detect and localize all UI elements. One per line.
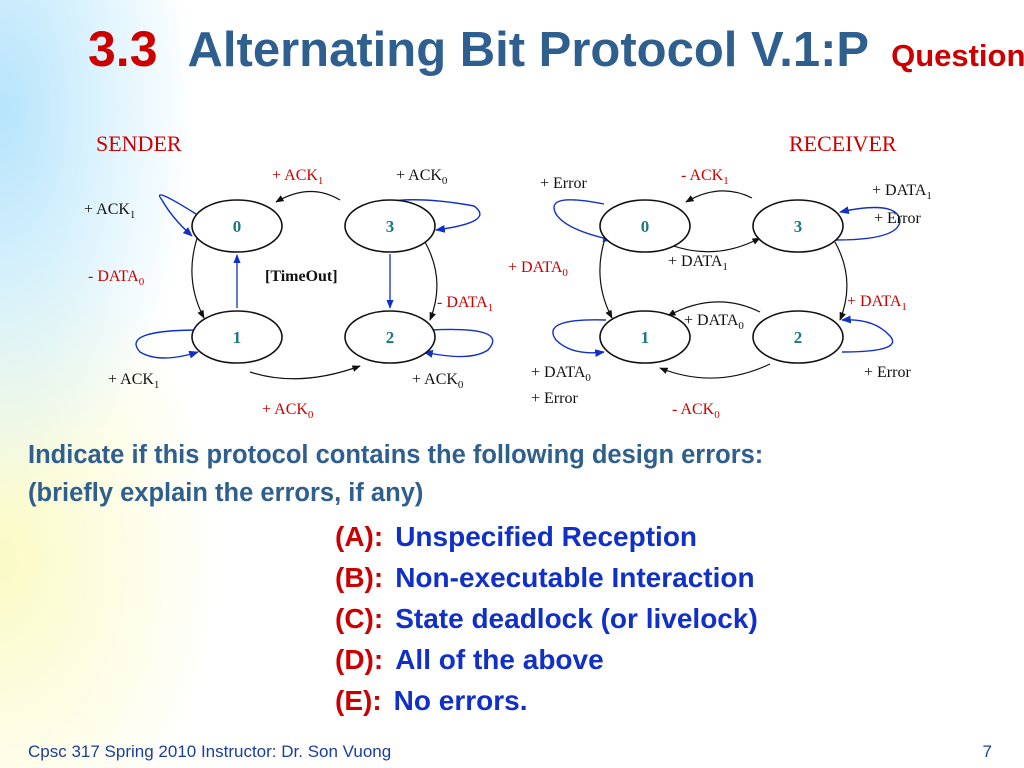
sender-state-3 [344, 199, 436, 253]
sender-states: 0 3 1 2 [191, 199, 436, 364]
svg-text:- ACK0: - ACK0 [672, 401, 720, 421]
svg-text:+ DATA0: + DATA0 [531, 364, 591, 384]
svg-text:+ DATA0: + DATA0 [508, 259, 568, 279]
receiver-state-1 [599, 310, 691, 364]
svg-text:0: 0 [233, 217, 242, 236]
svg-text:+ ACK0: + ACK0 [396, 167, 448, 187]
footer-course: Cpsc 317 Spring 2010 Instructor: Dr. Son… [28, 742, 392, 761]
svg-text:+ ACK1: + ACK1 [108, 371, 159, 391]
svg-text:2: 2 [386, 328, 395, 347]
receiver-state-3 [752, 199, 844, 253]
receiver-label: RECEIVER [789, 131, 897, 156]
svg-text:+ DATA1: + DATA1 [847, 293, 907, 313]
option-c: (C):State deadlock (or livelock) [335, 603, 758, 634]
answer-options: (A):Unspecified Reception (B):Non-execut… [335, 516, 758, 721]
receiver-state-0 [599, 199, 691, 253]
svg-text:1: 1 [233, 328, 242, 347]
svg-text:+ ACK1: + ACK1 [84, 201, 135, 221]
svg-text:1: 1 [641, 328, 650, 347]
receiver-states: 0 3 1 2 [599, 199, 844, 364]
title-number: 3.3 [88, 21, 158, 77]
receiver-state-2 [752, 310, 844, 364]
receiver-self-loops [552, 199, 901, 357]
svg-text:+ ACK0: + ACK0 [412, 371, 464, 391]
svg-text:+ DATA1: + DATA1 [872, 182, 932, 202]
page-number: 7 [982, 742, 992, 761]
svg-text:- DATA1: - DATA1 [437, 294, 493, 314]
state-diagrams: SENDER 0 3 1 2 + ACK1 + ACK0 + ACK1 - DA… [84, 131, 932, 421]
svg-text:2: 2 [794, 328, 803, 347]
svg-text:+ DATA1: + DATA1 [668, 253, 728, 273]
sender-label: SENDER [96, 131, 182, 156]
sender-state-1 [191, 310, 283, 364]
svg-text:+ Error: + Error [531, 390, 578, 407]
option-e: (E):No errors. [335, 685, 528, 716]
svg-text:+ Error: + Error [540, 175, 587, 192]
svg-text:[TimeOut]: [TimeOut] [265, 268, 338, 285]
svg-text:+ Error: + Error [874, 210, 921, 227]
svg-text:- ACK1: - ACK1 [681, 167, 729, 187]
sender-state-0 [191, 199, 283, 253]
question-text: Indicate if this protocol contains the f… [28, 436, 1018, 512]
svg-text:+ ACK0: + ACK0 [262, 401, 314, 421]
option-a: (A):Unspecified Reception [335, 521, 698, 552]
sender-self-loops [135, 194, 494, 359]
svg-text:+ DATA0: + DATA0 [684, 312, 744, 332]
sender-transitions [191, 190, 438, 380]
option-d: (D):All of the above [335, 644, 604, 675]
svg-text:- DATA0: - DATA0 [88, 268, 145, 288]
sender-state-2 [344, 310, 436, 364]
option-b: (B):Non-executable Interaction [335, 562, 755, 593]
svg-text:0: 0 [641, 217, 650, 236]
svg-text:3: 3 [386, 217, 395, 236]
title-text: Alternating Bit Protocol V.1:P [187, 23, 870, 77]
receiver-transition-labels: + Error - ACK1 + DATA1 + Error + DATA0 +… [508, 167, 932, 421]
svg-text:+ ACK1: + ACK1 [272, 167, 323, 187]
question-line-2: (briefly explain the errors, if any) [28, 479, 424, 507]
svg-text:3: 3 [794, 217, 803, 236]
sender-transition-labels: + ACK1 + ACK0 + ACK1 - DATA0 [TimeOut] -… [84, 167, 493, 421]
slide-title: 3.3 Alternating Bit Protocol V.1:P Questio… [88, 20, 1024, 78]
footer: Cpsc 317 Spring 2010 Instructor: Dr. Son… [28, 742, 992, 762]
title-tag: Question [891, 38, 1024, 73]
svg-text:+ Error: + Error [864, 364, 911, 381]
question-line-1: Indicate if this protocol contains the f… [28, 441, 764, 469]
